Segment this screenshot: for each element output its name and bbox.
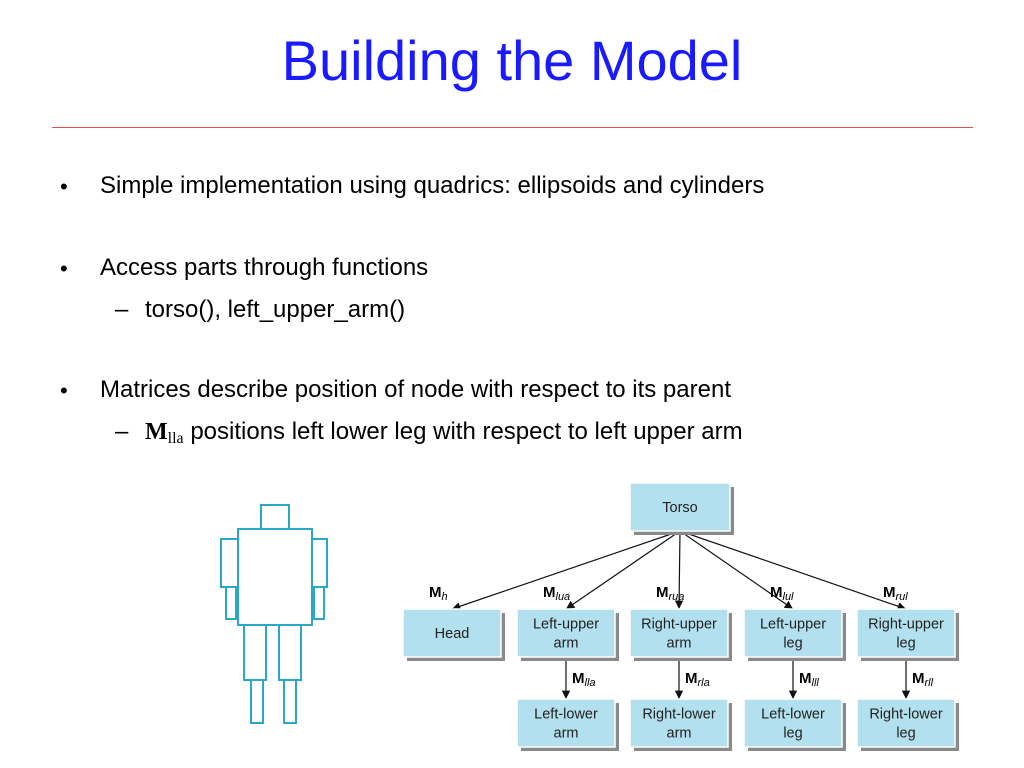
box-fill — [856, 698, 956, 748]
tree-edge — [451, 530, 681, 611]
figure-left-upper-arm — [220, 538, 239, 588]
box-fill — [402, 608, 502, 658]
matrix-label: Mh — [429, 584, 448, 603]
node-label: Torso — [662, 500, 697, 516]
box-fill — [856, 608, 956, 658]
node-label: arm — [554, 636, 579, 652]
node-label: arm — [667, 726, 692, 742]
node-label: arm — [554, 726, 579, 742]
bullet-2-text: Access parts through functions — [100, 254, 429, 281]
figure-right-lower-arm — [313, 586, 325, 620]
matrix-label: Mrua — [656, 584, 684, 603]
tree-node-level1: Right-upper arm — [629, 608, 732, 661]
robot-figure — [220, 504, 328, 724]
node-label: Left-lower — [534, 707, 598, 723]
node-label: Right-upper — [868, 617, 944, 633]
node-label: leg — [896, 636, 915, 652]
box-fill — [516, 698, 616, 748]
matrix-label: Mrla — [685, 670, 710, 689]
tree-node-level2: Left-lower arm — [516, 698, 619, 751]
tree-node-torso: Torso — [629, 482, 734, 535]
node-label: Left-upper — [533, 617, 599, 633]
slide-title: Building the Model — [281, 29, 743, 92]
bullet-3-sub-text: positions left lower leg with respect to… — [190, 418, 743, 445]
tree-node-level1: Head — [402, 608, 505, 661]
figure-left-lower-leg — [250, 679, 264, 724]
tree-edge — [679, 530, 907, 611]
bullet-marker: • — [60, 256, 68, 281]
tree-node-level1: Left-upper arm — [516, 608, 619, 661]
figure-right-upper-arm — [311, 538, 328, 588]
node-label: Right-lower — [642, 707, 715, 723]
hierarchy-diagram: TorsoHeadLeft-upperarmRight-upperarmLeft… — [402, 482, 959, 751]
box-fill — [629, 482, 731, 532]
sub-bullet-marker: – — [115, 418, 129, 445]
box-fill — [629, 608, 729, 658]
node-label: leg — [783, 726, 802, 742]
figure-left-lower-arm — [225, 586, 237, 620]
matrix-label: Mlul — [770, 584, 794, 603]
tree-node-level2: Right-lower leg — [856, 698, 959, 751]
bullet-3-text: Matrices describe position of node with … — [100, 376, 731, 403]
bullet-1-text: Simple implementation using quadrics: el… — [100, 172, 765, 199]
figure-right-upper-leg — [278, 624, 302, 681]
figure-left-upper-leg — [243, 624, 267, 681]
node-label: Right-upper — [641, 617, 717, 633]
tree-edge — [565, 530, 681, 610]
node-label: Right-lower — [869, 707, 942, 723]
tree-edge — [674, 530, 684, 610]
matrix-label: Mrll — [912, 670, 934, 689]
node-label: Head — [435, 626, 470, 642]
figure-torso — [237, 528, 313, 626]
node-label: Left-lower — [761, 707, 825, 723]
box-fill — [743, 608, 843, 658]
node-label: leg — [896, 726, 915, 742]
tree-node-level1: Right-upper leg — [856, 608, 959, 661]
tree-node-level2: Right-lower arm — [629, 698, 732, 751]
matrix-label: Mlll — [799, 670, 819, 689]
sub-bullet-marker: – — [115, 296, 129, 323]
matrix-label: Mlla — [572, 670, 596, 689]
bullet-2-sub-text: torso(), left_upper_arm() — [145, 296, 406, 323]
matrix-label: Mrul — [883, 584, 908, 603]
figure-right-lower-leg — [283, 679, 297, 724]
bullet-marker: • — [60, 378, 68, 403]
title-divider — [52, 127, 973, 128]
bullet-marker: • — [60, 174, 68, 199]
matrix-label: Mlua — [543, 584, 570, 603]
tree-node-level1: Left-upper leg — [743, 608, 846, 661]
tree-edge — [679, 530, 794, 610]
node-label: Left-upper — [760, 617, 826, 633]
box-fill — [516, 608, 616, 658]
figure-head — [260, 504, 290, 530]
matrix-subscript: lla — [167, 430, 184, 447]
bullet-3-sub: Mlla positions left lower leg with respe… — [145, 418, 743, 449]
box-fill — [629, 698, 729, 748]
node-label: leg — [783, 636, 802, 652]
box-fill — [743, 698, 843, 748]
matrix-symbol: M — [145, 419, 168, 445]
node-label: arm — [667, 636, 692, 652]
tree-node-level2: Left-lower leg — [743, 698, 846, 751]
